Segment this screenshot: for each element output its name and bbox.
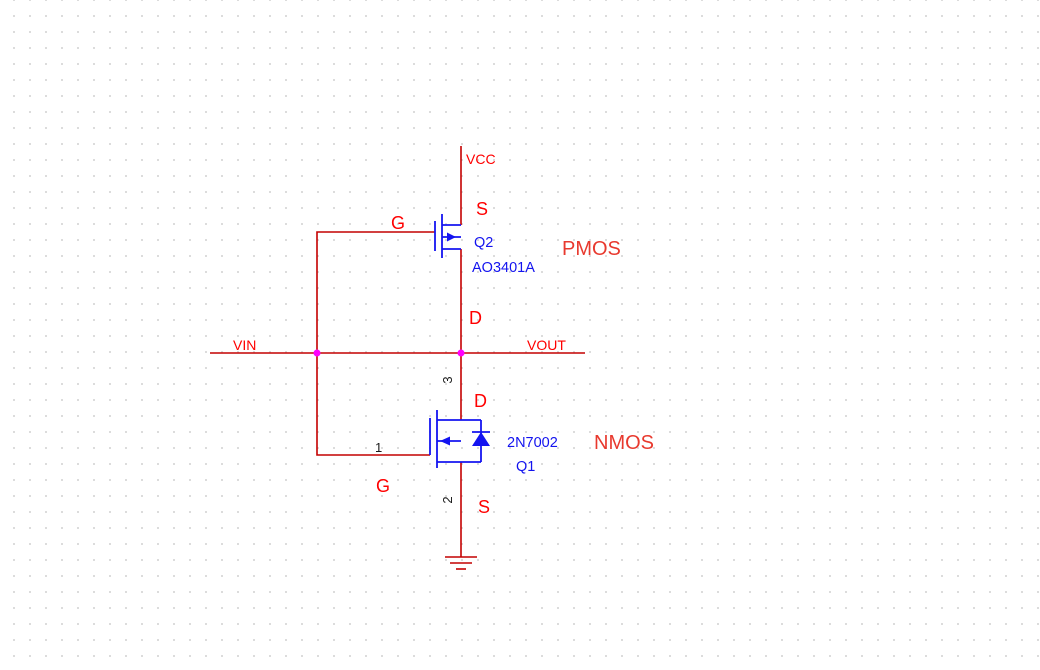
junction-dot-vin: [313, 349, 321, 357]
pmos-type-annotation[interactable]: PMOS: [562, 238, 621, 260]
pmos-gate-label: G: [391, 213, 405, 233]
nmos-body-arrow: [440, 436, 450, 446]
nmos-gate-pin-number: 1: [375, 440, 382, 455]
pmos-part-number[interactable]: AO3401A: [472, 260, 535, 276]
nmos-designator[interactable]: Q1: [516, 459, 535, 475]
nmos-source-pin-number: 2: [440, 496, 455, 503]
net-label-vin[interactable]: VIN: [233, 337, 256, 353]
net-label-vout[interactable]: VOUT: [527, 337, 566, 353]
net-label-vcc[interactable]: VCC: [466, 151, 496, 167]
nmos-drain-pin-number: 3: [440, 376, 455, 383]
nmos-q1-symbol[interactable]: [429, 410, 490, 468]
ground-symbol[interactable]: [445, 556, 477, 570]
pmos-designator[interactable]: Q2: [474, 235, 493, 251]
nmos-type-annotation[interactable]: NMOS: [594, 432, 654, 454]
pmos-q2-symbol[interactable]: [434, 214, 461, 258]
nmos-source-label: S: [478, 497, 490, 517]
pmos-drain-label: D: [469, 308, 482, 328]
wire-gate-loop[interactable]: [316, 231, 435, 456]
junction-dot-vout: [457, 349, 465, 357]
nmos-body-diode: [461, 419, 490, 463]
pmos-source-label: S: [476, 199, 488, 219]
pmos-body-arrow: [447, 232, 456, 242]
nmos-drain-label: D: [474, 391, 487, 411]
nmos-part-number[interactable]: 2N7002: [507, 435, 558, 451]
nmos-gate-label: G: [376, 476, 390, 496]
